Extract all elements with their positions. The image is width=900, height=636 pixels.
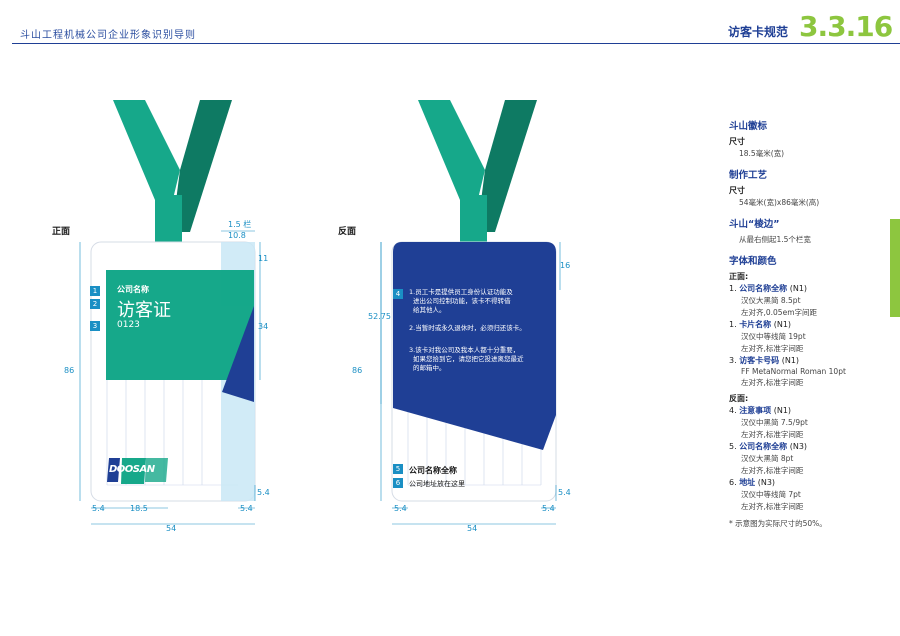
dim-back-right-top: 16 (560, 261, 571, 270)
dim-back-bottom-edge: 5.4 (542, 504, 555, 513)
spec-item-back-4: 4. 注意事项 (N1) (729, 406, 792, 415)
back-note-line-3: 给其他人。 (413, 306, 446, 314)
spec-item-back-5: 5. 公司名称全称 (N3) (729, 442, 808, 451)
spec-back-label: 反面: (729, 394, 749, 403)
front-card-name: 访客证 (117, 300, 171, 321)
page-tab-marker (890, 219, 900, 317)
spec-detail: 汉仪中黑简 7.5/9pt (741, 418, 808, 427)
spec-edge-title: 斗山“棱边” (729, 219, 780, 230)
back-note-line-1: 1.员工卡是提供员工身份认证功能及 (409, 288, 513, 296)
marker-3: 3 (90, 321, 100, 331)
dim-back-left-mid: 52.75 (368, 312, 391, 321)
marker-6: 6 (393, 478, 403, 488)
dim-top-width-mm: 10.8 (228, 231, 246, 240)
spec-item-front-2: 1. 卡片名称 (N1) (729, 320, 792, 329)
front-label: 正面 (52, 227, 71, 237)
spec-item-front-3: 3. 访客卡号码 (N1) (729, 356, 800, 365)
spec-process-size-value: 54毫米(宽)x86毫米(高) (739, 198, 820, 207)
front-lanyard (113, 100, 232, 257)
spec-font-title: 字体和颜色 (729, 256, 777, 267)
spec-edge-value: 从最右侧起1.5个栏宽 (739, 235, 811, 244)
front-card-number: 0123 (117, 320, 140, 330)
spec-item-front-1: 1. 公司名称全称 (N1) (729, 284, 808, 293)
spec-panel: 斗山徽标 尺寸 18.5毫米(宽) 制作工艺 尺寸 54毫米(宽)x86毫米(高… (729, 118, 889, 531)
spec-detail: 左对齐,标准字间距 (741, 344, 804, 353)
marker-1: 1 (90, 286, 100, 296)
spec-item-back-6: 6. 地址 (N3) (729, 478, 776, 487)
front-card (90, 241, 256, 502)
header-divider (12, 43, 900, 44)
back-note-line-6: 如果您拾到它，请您把它投进离您最近 (413, 355, 524, 363)
spec-detail: 汉仪大黑简 8pt (741, 454, 794, 463)
back-label: 反面 (338, 227, 357, 237)
doosan-logo: DOOSAN (109, 464, 155, 475)
spec-front-label: 正面: (729, 272, 749, 281)
spec-logo-size-value: 18.5毫米(宽) (739, 149, 785, 158)
spec-process-size-label: 尺寸 (729, 186, 745, 195)
dim-back-left-height: 86 (352, 366, 363, 375)
back-note-line-5: 3.该卡对我公司及我本人都十分重要， (409, 346, 520, 354)
dim-top-width: 1.5 栏 (228, 220, 252, 229)
section-number: 3.3.16 (799, 10, 893, 43)
back-company-full-name: 公司名称全称 (409, 466, 457, 475)
back-note-line-4: 2.当暂时或永久退休时，必须归还该卡。 (409, 324, 526, 332)
spec-detail: 左对齐,标准字间距 (741, 502, 804, 511)
dim-back-bottom-right: 5.4 (558, 488, 571, 497)
spec-logo-size-label: 尺寸 (729, 137, 745, 146)
dim-back-bottom-left: 5.4 (394, 504, 407, 513)
back-note-line-7: 的邮箱中。 (413, 364, 446, 372)
spec-detail: 左对齐,标准字间距 (741, 466, 804, 475)
back-card (391, 241, 557, 502)
spec-detail: 汉仪中等线简 7pt (741, 490, 801, 499)
back-lanyard (418, 100, 537, 257)
marker-5: 5 (393, 464, 403, 474)
dim-back-total-width: 54 (467, 524, 478, 533)
front-company-name: 公司名称 (117, 285, 149, 294)
section-title: 访客卡规范 (728, 25, 789, 39)
marker-4: 4 (393, 289, 403, 299)
spec-detail: 汉仪中等线简 19pt (741, 332, 806, 341)
spec-detail: 左对齐,0.05em字间距 (741, 308, 818, 317)
spec-footnote: * 示意图为实际尺寸的50%。 (729, 519, 827, 528)
dim-right-mid: 34 (258, 322, 269, 331)
spec-detail: FF MetaNormal Roman 10pt (741, 367, 846, 376)
spec-logo-title: 斗山徽标 (729, 121, 768, 132)
dim-bottom-edge: 5.4 (240, 504, 253, 513)
dim-left-height: 86 (64, 366, 75, 375)
back-address: 公司地址放在这里 (409, 480, 465, 488)
spec-detail: 左对齐,标准字间距 (741, 430, 804, 439)
dim-bottom-logo: 18.5 (130, 504, 148, 513)
dim-bottom-right: 5.4 (257, 488, 270, 497)
dim-bottom-left: 5.4 (92, 504, 105, 513)
document-title: 斗山工程机械公司企业形象识别导则 (20, 30, 196, 41)
spec-process-title: 制作工艺 (729, 170, 768, 181)
spec-detail: 左对齐,标准字间距 (741, 378, 804, 387)
dim-total-width: 54 (166, 524, 177, 533)
marker-2: 2 (90, 299, 100, 309)
dim-right-top: 11 (258, 254, 269, 263)
back-note-line-2: 进出公司控制功能，该卡不得转借 (413, 297, 511, 305)
spec-detail: 汉仪大黑简 8.5pt (741, 296, 801, 305)
